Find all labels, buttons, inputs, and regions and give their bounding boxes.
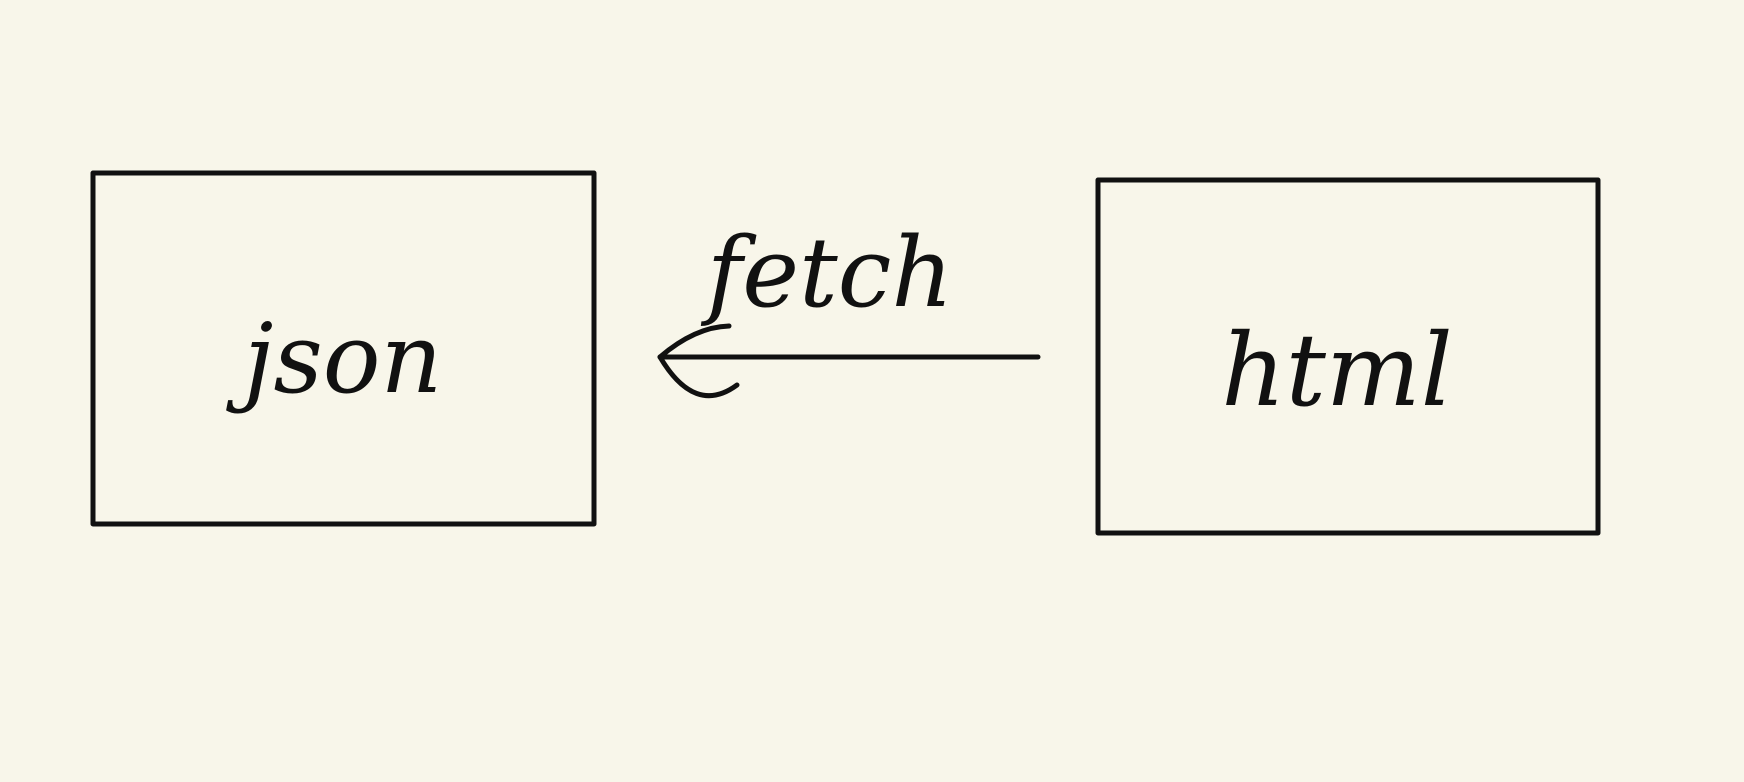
fetch-arrow-head: [657, 323, 740, 399]
json-node-box: [90, 170, 597, 527]
html-node-label: html: [1221, 312, 1452, 429]
fetch-arrow-label: fetch: [701, 217, 954, 329]
fetch-arrow: fetch: [657, 217, 1041, 399]
json-node-label: json: [226, 303, 443, 415]
json-node: json: [90, 170, 597, 527]
html-node: html: [1095, 177, 1601, 536]
html-node-box: [1095, 177, 1601, 536]
